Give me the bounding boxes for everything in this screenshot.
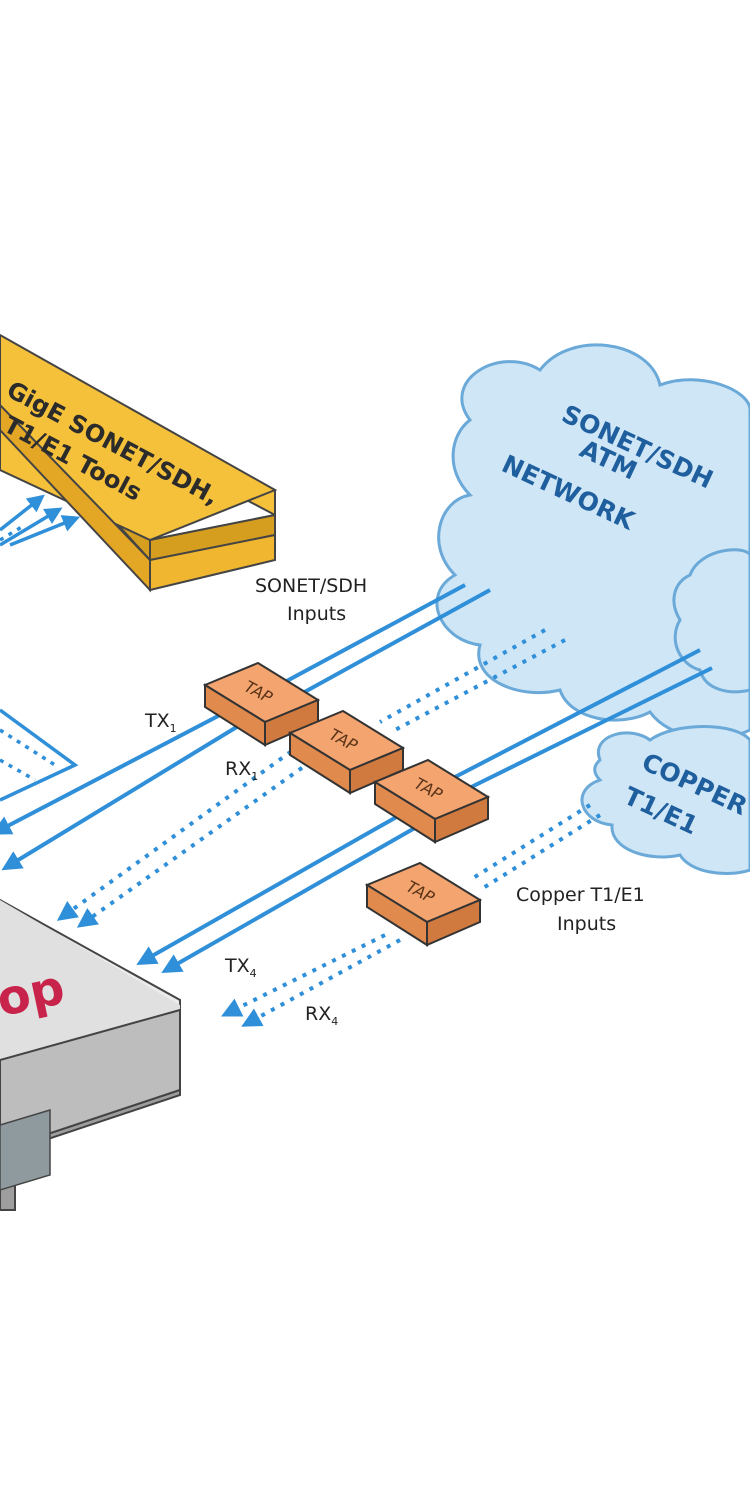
left-return-line [0,708,79,802]
sonet-inputs-label-1: SONET/SDH [255,575,367,597]
tx1-label: TX1 [144,710,177,735]
sonet-inputs-label-2: Inputs [287,603,346,625]
tx4-label: TX4 [224,955,257,980]
tools-box: GigE SONET/SDH, T1/E1 Tools [0,333,278,593]
copper-inputs-label-1: Copper T1/E1 [516,884,645,906]
rx4-label: RX4 [305,1003,338,1028]
tap-1: TAP [202,661,321,747]
tap-2: TAP [287,709,406,795]
copper-inputs-label-2: Inputs [557,913,616,935]
monitoring-appliance: op [0,898,181,1211]
dotted-lines [56,628,602,1027]
tap-4: TAP [364,861,483,947]
tool-feed-arrows [0,494,81,547]
copper-t1e1-cloud: COPPER T1/E1 [580,725,750,875]
rx1-label: RX1 [225,758,258,783]
sonet-solid-lines [0,583,713,973]
tap-3: TAP [372,758,491,844]
sonet-atm-network-cloud: SONET/SDH ATM NETWORK [435,343,750,740]
